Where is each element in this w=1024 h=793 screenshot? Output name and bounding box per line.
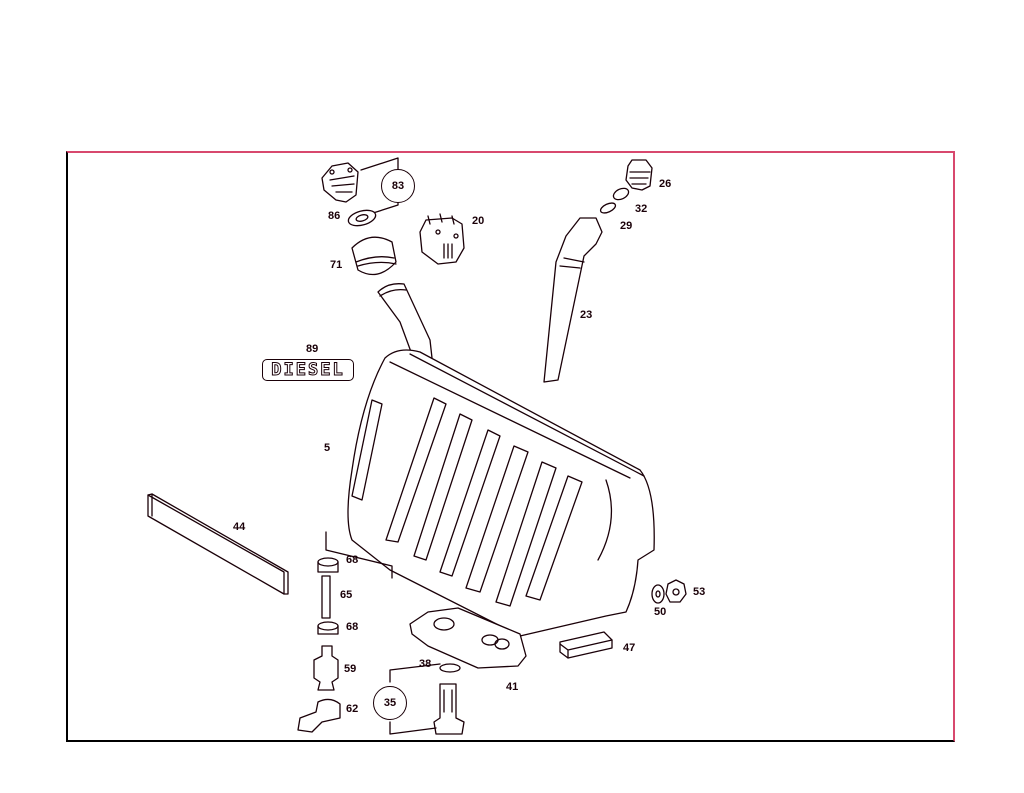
strip-44-icon (147, 493, 289, 595)
filter-35-icon (389, 663, 465, 735)
callout-83[interactable]: 83 (381, 169, 415, 203)
label-26[interactable]: 26 (659, 178, 672, 190)
cover-cap-71-icon (351, 236, 397, 276)
label-62[interactable]: 62 (346, 703, 359, 715)
cover-plate-41-icon (409, 607, 527, 669)
diagram-frame (66, 151, 955, 742)
label-44[interactable]: 44 (233, 521, 246, 533)
elbow-62-icon (297, 698, 341, 733)
cap-83-icon (321, 157, 399, 215)
ring-38-icon (439, 663, 461, 673)
cap-26-icon (625, 159, 653, 191)
label-29[interactable]: 29 (620, 220, 633, 232)
label-5[interactable]: 5 (324, 442, 331, 454)
label-23[interactable]: 23 (580, 309, 593, 321)
label-86[interactable]: 86 (328, 210, 341, 222)
diesel-badge-89: DIESEL (262, 359, 354, 381)
pad-47-icon (559, 631, 613, 659)
label-41[interactable]: 41 (506, 681, 519, 693)
clamp-68b-icon (317, 621, 339, 635)
vent-pipe-23-icon (543, 217, 603, 383)
hose-65-icon (321, 575, 331, 619)
fitting-59-icon (313, 645, 339, 691)
label-38[interactable]: 38 (419, 658, 432, 670)
fuel-tank-5-icon (325, 349, 655, 637)
label-68b[interactable]: 68 (346, 621, 359, 633)
sender-unit-20-icon (419, 213, 465, 265)
callout-35[interactable]: 35 (373, 686, 407, 720)
label-59[interactable]: 59 (344, 663, 357, 675)
label-68a[interactable]: 68 (346, 554, 359, 566)
seal-ring-86-icon (347, 209, 377, 227)
clamp-68a-icon (317, 557, 339, 573)
label-47[interactable]: 47 (623, 642, 636, 654)
label-53[interactable]: 53 (693, 586, 706, 598)
label-65[interactable]: 65 (340, 589, 353, 601)
seal-32-icon (612, 187, 630, 201)
washer-50-icon (651, 584, 665, 604)
diesel-badge-text: DIESEL (271, 360, 345, 381)
label-20[interactable]: 20 (472, 215, 485, 227)
label-50[interactable]: 50 (654, 606, 667, 618)
label-71[interactable]: 71 (330, 259, 343, 271)
label-89[interactable]: 89 (306, 343, 319, 355)
filler-neck-icon (377, 283, 433, 361)
label-32[interactable]: 32 (635, 203, 648, 215)
ring-29-icon (599, 202, 617, 214)
nut-53-icon (665, 579, 687, 603)
